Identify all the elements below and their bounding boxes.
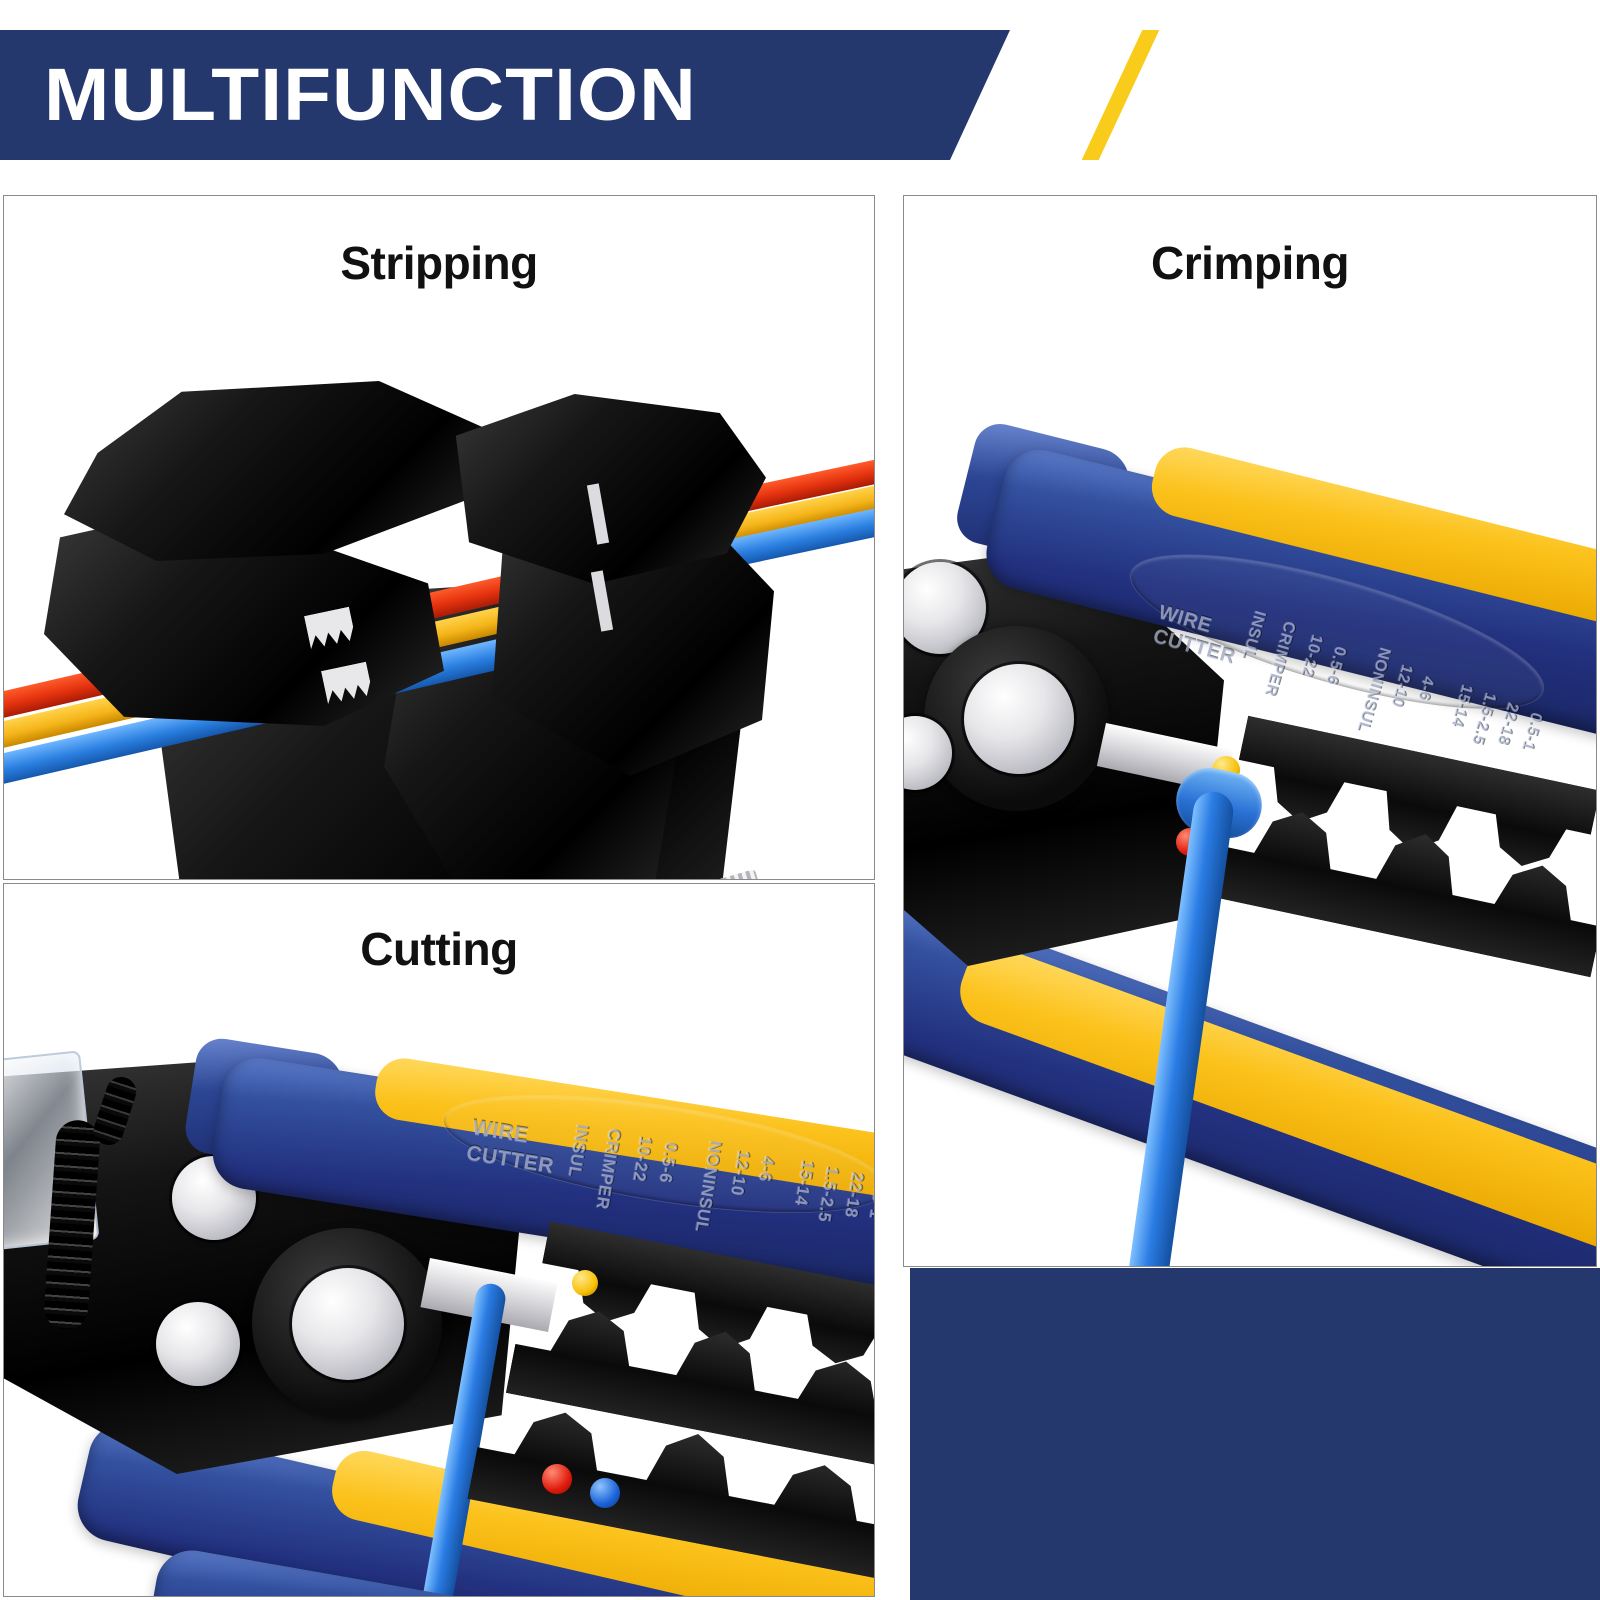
- header-banner: MULTIFUNCTION: [0, 30, 1150, 160]
- banner-background: [0, 30, 1010, 160]
- crimp-marking-gauge-05-1: 0.5-1: [1517, 710, 1546, 753]
- cutting-indicator-blue: [590, 1478, 620, 1508]
- panel-title-stripping: Stripping: [340, 237, 538, 289]
- banner-stripe-4-accent: [1081, 30, 1160, 160]
- crimping-pivot-rivet: [964, 664, 1074, 774]
- stripper-jaw-upper-right: [455, 394, 766, 584]
- stripper-jaw-upper-left: [64, 381, 484, 561]
- cutting-illustration: WIRE CUTTER INSUL CRIMPER 10-22 0.5-6 NO…: [4, 884, 874, 1596]
- panel-cutting: Cutting WIRE CUTTER INSUL: [3, 883, 875, 1597]
- page-title: MULTIFUNCTION: [44, 53, 697, 136]
- panel-stripping: Stripping: [3, 195, 875, 880]
- panel-title-crimping: Crimping: [1151, 237, 1349, 289]
- cutting-indicator-yellow: [572, 1270, 598, 1296]
- marking-noninsul-mm: 4-6: [755, 1154, 778, 1184]
- panel-crimping: Crimping WIRE CUTTER INSUL CRIMPER 10-22: [903, 195, 1597, 1267]
- cutting-rivet-bottom: [156, 1302, 240, 1386]
- crimping-illustration: WIRE CUTTER INSUL CRIMPER 10-22 0.5-6 NO…: [904, 196, 1596, 1266]
- stripping-illustration: [4, 196, 874, 879]
- panel-title-cutting: Cutting: [360, 923, 518, 975]
- cutting-pivot-rivet: [292, 1268, 404, 1380]
- footer-navy-block: [910, 1268, 1600, 1600]
- cutting-indicator-red: [542, 1464, 572, 1494]
